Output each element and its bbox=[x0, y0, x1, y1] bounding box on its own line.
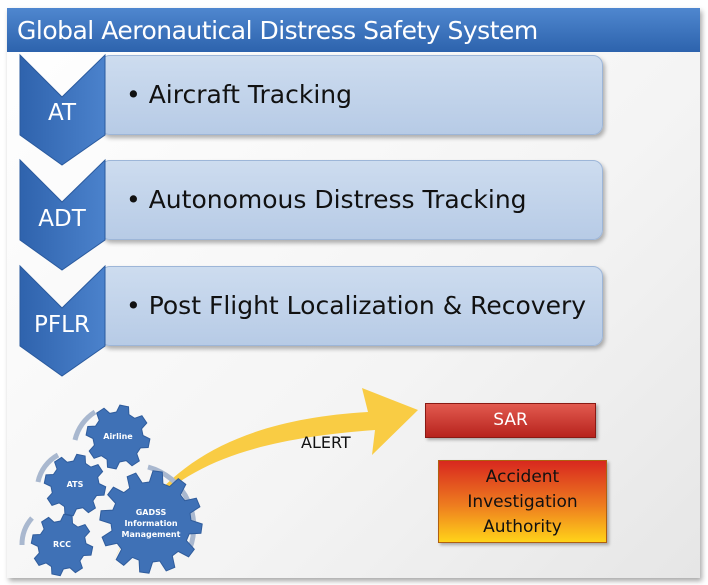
authority-line: Authority bbox=[483, 517, 562, 537]
sar-box: SAR bbox=[425, 403, 596, 438]
chevron-label-pflr: PFLR bbox=[34, 312, 90, 338]
alert-arrow bbox=[110, 388, 418, 570]
gear-label-ats: ATS bbox=[66, 480, 84, 489]
gear-label-rcc: RCC bbox=[53, 540, 71, 549]
accident-investigation-authority-box: Accident Investigation Authority bbox=[438, 460, 607, 543]
gadss-line: GADSS bbox=[135, 508, 167, 517]
chevron-pflr bbox=[19, 264, 106, 377]
cycle-arrow bbox=[35, 452, 60, 483]
row-post-flight-localization: • Post Flight Localization & Recovery bbox=[100, 266, 603, 346]
cycle-arrow bbox=[19, 516, 34, 546]
cycle-arrow bbox=[72, 409, 97, 441]
gear-label-airline: Airline bbox=[103, 432, 133, 441]
chevron-label-adt: ADT bbox=[38, 206, 86, 232]
alert-label: ALERT bbox=[301, 433, 351, 452]
gear-gadss-icon bbox=[99, 470, 203, 574]
gear-airline-icon bbox=[85, 404, 151, 470]
authority-line: Investigation bbox=[467, 492, 578, 512]
row-autonomous-distress-tracking: • Autonomous Distress Tracking bbox=[100, 160, 603, 240]
chevron-label-at: AT bbox=[48, 100, 76, 126]
page-title: Global Aeronautical Distress Safety Syst… bbox=[7, 8, 700, 52]
row-aircraft-tracking: • Aircraft Tracking bbox=[100, 55, 603, 135]
gear-rcc-icon bbox=[30, 513, 94, 577]
gadss-line: Information bbox=[124, 519, 178, 528]
authority-line: Accident bbox=[485, 467, 560, 487]
gadss-line: Management bbox=[121, 530, 181, 539]
gear-ats-icon bbox=[43, 453, 107, 517]
chevron-at bbox=[19, 53, 106, 166]
gear-label-gadss: GADSS Information Management bbox=[115, 507, 187, 540]
chevron-adt bbox=[19, 158, 106, 271]
